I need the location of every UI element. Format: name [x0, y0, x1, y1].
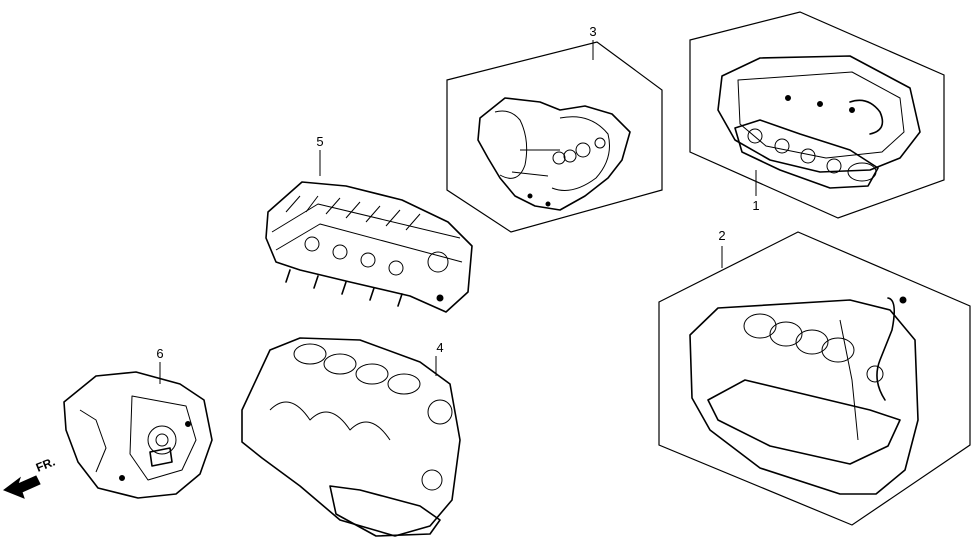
part-label-5: 5	[316, 134, 323, 149]
front-direction-label: FR.	[34, 455, 57, 475]
cylinder-head: 5	[265, 134, 473, 313]
part-label-1: 1	[752, 198, 759, 213]
transmission: 6	[63, 346, 213, 499]
part-label-2: 2	[718, 228, 725, 243]
engine-block: 4	[241, 337, 461, 537]
front-arrow-icon	[2, 475, 41, 499]
kit-2-frame	[658, 231, 971, 526]
gasket-kit-2: 2	[658, 228, 971, 526]
gasket-kit-1: 1	[689, 11, 945, 219]
kit-3-frame	[446, 41, 663, 233]
part-label-6: 6	[156, 346, 163, 361]
kit-1-frame	[689, 11, 945, 219]
part-label-4: 4	[436, 340, 443, 355]
front-direction-marker: FR.	[2, 455, 57, 499]
gasket-kit-3: 3	[446, 24, 663, 233]
part-label-3: 3	[589, 24, 596, 39]
